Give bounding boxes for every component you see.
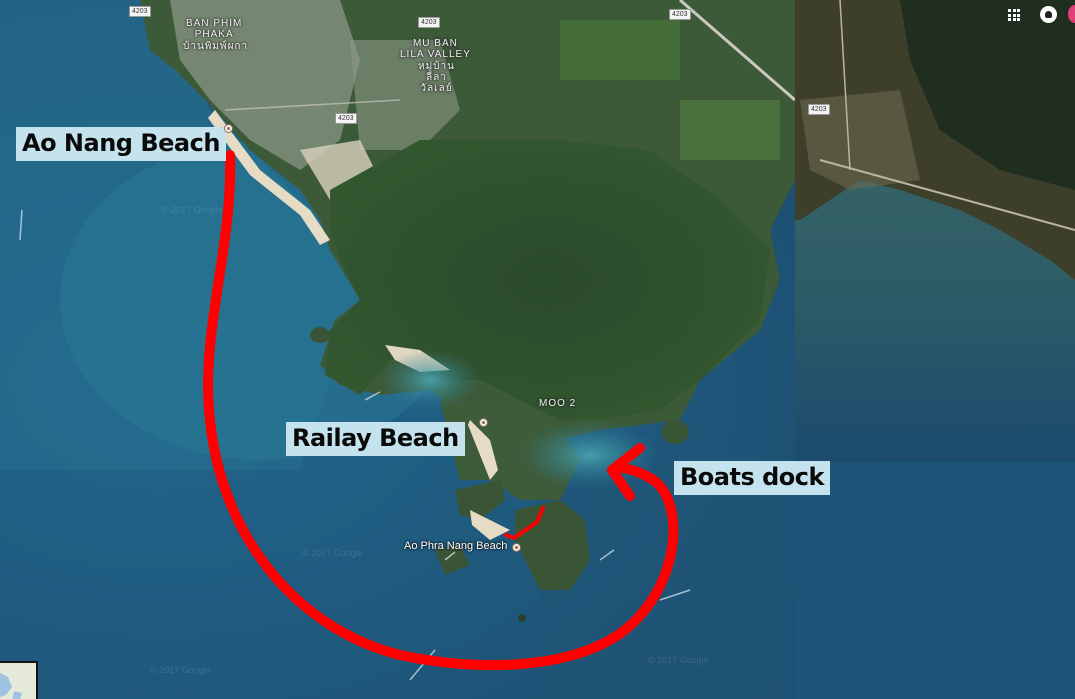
beach-pin-icon-ao-phra-nang[interactable] [512, 543, 521, 552]
road-shield-4203: 4203 [808, 104, 830, 115]
google-watermark: © 2017 Google [162, 205, 223, 215]
profile-avatar[interactable] [1068, 5, 1075, 23]
beach-pin-icon-railay[interactable] [479, 418, 488, 427]
road-shield-4203: 4203 [418, 17, 440, 28]
minimap-thumbnail[interactable] [0, 661, 38, 699]
account-icon[interactable] [1040, 6, 1057, 23]
beach-pin-icon-ao-nang[interactable] [224, 124, 233, 133]
walking-route-path [504, 506, 545, 541]
route-arrowhead-icon [607, 443, 645, 501]
apps-grid-icon[interactable] [1008, 9, 1020, 21]
road-shield-4203: 4203 [129, 6, 151, 17]
google-watermark: © 2017 Google [302, 548, 363, 558]
boat-route-path [203, 150, 679, 671]
callout-boats-dock: Boats dock [674, 461, 830, 495]
minimap-icon [0, 673, 22, 699]
callout-railay-beach: Railay Beach [286, 422, 465, 456]
place-label-lila-valley: MU BAN LILA VALLEY [400, 38, 471, 60]
road-shield-4203: 4203 [335, 113, 357, 124]
place-label-ban-phim-phaka: BAN PHIM PHAKA [186, 18, 243, 40]
google-watermark: © 2017 Google [648, 655, 709, 665]
callout-ao-nang-beach: Ao Nang Beach [16, 127, 226, 161]
place-label-moo-2: MOO 2 [539, 398, 577, 409]
place-label-lila-valley-thai: หมู่บ้าน ลีลา วัลเลย์ [418, 61, 455, 94]
road-shield-4203: 4203 [669, 9, 691, 20]
google-watermark: © 2017 Google [150, 665, 211, 675]
place-label-ban-phim-phaka-thai: บ้านพิมพ์ผกา [183, 41, 249, 52]
poi-label-ao-phra-nang-beach[interactable]: Ao Phra Nang Beach [404, 540, 508, 552]
